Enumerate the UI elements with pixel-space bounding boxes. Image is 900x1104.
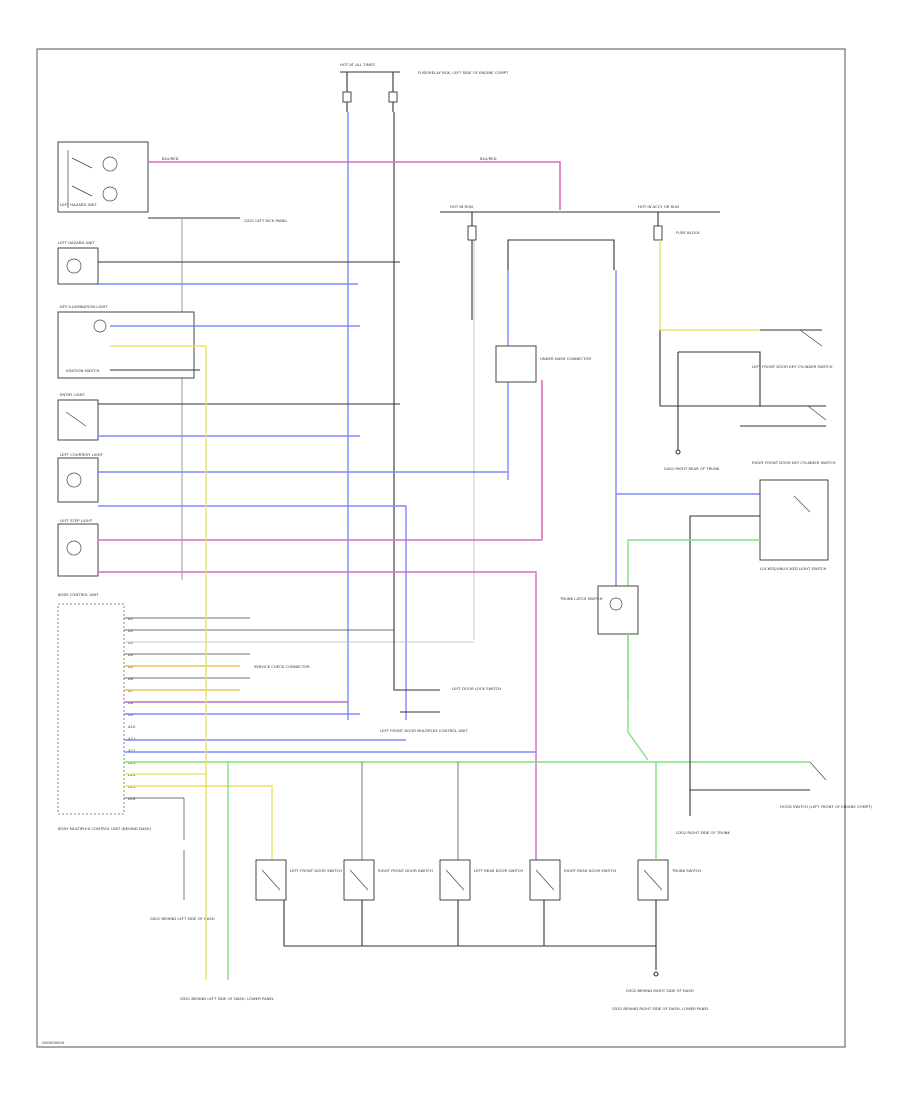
label-trunk-latch-switch: TRUNK LATCH SWITCH xyxy=(559,596,603,601)
svg-text:A6: A6 xyxy=(128,676,134,681)
label-entry-light: ENTRY LIGHT xyxy=(60,392,86,397)
left-step-box xyxy=(57,523,99,577)
wire-green-trunk xyxy=(627,634,649,761)
label-body-unit-footer: BODY MULTIPLEX CONTROL UNIT (BEHIND DASH… xyxy=(58,826,152,831)
label-hood-switch: HOOD SWITCH (LEFT FRONT OF ENGINE COMPT) xyxy=(780,804,873,809)
relay-coil-icon-2 xyxy=(102,186,118,202)
label-rf-door-latch: RIGHT FRONT DOOR SWITCH xyxy=(378,868,433,873)
label-rr-door-latch: RIGHT REAR DOOR SWITCH xyxy=(564,868,616,873)
label-trunk-switch: TRUNK SWITCH xyxy=(671,868,701,873)
label-left-door-lock-switch: LEFT DOOR LOCK SWITCH xyxy=(452,686,501,691)
locked-switch-box xyxy=(759,479,829,561)
key-illumination-box xyxy=(57,311,195,379)
label-gnd-g551: G551 BEHIND LEFT SIDE OF DASH, LOWER PAN… xyxy=(180,996,275,1001)
fuse-feeds xyxy=(340,71,400,112)
fuse-accy xyxy=(653,225,663,241)
left-courtesy-box xyxy=(57,457,99,503)
label-left-front-door-switch: LEFT FRONT DOOR KEY CYLINDER SWITCH xyxy=(752,364,833,369)
wire-pink-step-2 xyxy=(98,571,537,860)
left-hazard-lamp xyxy=(57,247,99,285)
body-control-unit xyxy=(57,603,125,815)
label-left-step: LEFT STEP LIGHT xyxy=(60,518,93,523)
label-under-dash-conn: UNDER DASH CONNECTOR xyxy=(540,356,591,361)
wire-label: BLU/RED xyxy=(480,156,497,161)
ground-g401-icon xyxy=(675,449,681,455)
label-right-front-door-switch: RIGHT FRONT DOOR KEY CYLINDER SWITCH xyxy=(752,460,836,465)
label-body-unit-header: BODY CONTROL UNIT xyxy=(58,592,99,597)
wire-bracket xyxy=(507,239,615,270)
wire-black-right-mid xyxy=(689,515,760,630)
svg-text:A1: A1 xyxy=(128,616,134,621)
label-fuse-block: FUSE BLOCK xyxy=(676,230,700,235)
label-gnd-g401: G401 RIGHT REAR OF TRUNK xyxy=(664,466,720,471)
wire-door-lock xyxy=(393,640,440,691)
label-left-hazard: LEFT HAZARD UNIT xyxy=(58,240,95,245)
diagram-border xyxy=(36,48,846,1048)
wire-green-right xyxy=(627,539,760,700)
label-hot-in-run: HOT IN RUN xyxy=(450,204,473,209)
wire-blue-courtesy-2 xyxy=(98,505,407,720)
bcu-wire-yellow xyxy=(124,785,273,860)
label-lf-impact: LEFT FRONT DOOR MULTIPLEX CONTROL UNIT xyxy=(380,728,468,733)
label-lf-door-latch: LEFT FRONT DOOR SWITCH xyxy=(290,868,342,873)
svg-text:A12: A12 xyxy=(128,748,136,753)
label-service-check-connector: SERVICE CHECK CONNECTOR xyxy=(254,664,310,669)
under-dash-connector xyxy=(495,345,537,383)
svg-text:A16: A16 xyxy=(128,796,136,801)
label-gnd-left-kick: G201 LEFT KICK PANEL xyxy=(244,218,288,223)
label-gnd-g302: G302 RIGHT SIDE OF TRUNK xyxy=(676,830,730,835)
label-fuse-box: FUSE/RELAY BOX, LEFT SIDE OF ENGINE COMP… xyxy=(418,70,509,75)
left-hazard-unit-box xyxy=(57,141,149,213)
label-hot-all-times: HOT AT ALL TIMES xyxy=(340,62,375,67)
label-gnd-g502: G502 BEHIND RIGHT SIDE OF DASH xyxy=(626,988,694,993)
svg-text:A3: A3 xyxy=(128,640,134,645)
door-switches-row: LEFT FRONT DOOR SWITCH RIGHT FRONT DOOR … xyxy=(255,859,701,901)
corner-code: G00000000 xyxy=(42,1040,65,1045)
svg-text:A10: A10 xyxy=(128,724,136,729)
label-key-illumination: KEY ILLUMINATION LIGHT xyxy=(60,304,108,309)
label-gnd-g552: G552 BEHIND RIGHT SIDE OF DASH, LOWER PA… xyxy=(612,1006,710,1011)
label-left-courtesy: LEFT COURTESY LIGHT xyxy=(60,452,104,457)
label-lr-door-lock: LOCKED/UNLOCKED LIGHT SWITCH xyxy=(760,566,827,571)
wire-right-switch-block xyxy=(678,351,826,407)
wire-label: BLU/RED xyxy=(162,156,179,161)
label-ignition-switch: IGNITION SWITCH xyxy=(66,368,100,373)
label-lr-door-latch: LEFT REAR DOOR SWITCH xyxy=(474,868,523,873)
label-gnd-g401b: G401 BEHIND LEFT SIDE OF DASH xyxy=(150,916,215,921)
relay-coil-icon xyxy=(102,156,118,172)
svg-text:A11: A11 xyxy=(128,736,136,741)
label-hot-in-accy: HOT IN ACCY OR RUN xyxy=(638,204,679,209)
fuse-run xyxy=(467,225,477,241)
wire-pink-top xyxy=(148,161,561,210)
svg-text:A2: A2 xyxy=(128,628,134,633)
body-unit-pins: A1 A2 A3 A4 A5 A6 A7 A8 A9 A10 A11 A12 A… xyxy=(128,616,136,801)
ground-g502-icon xyxy=(653,971,659,977)
svg-text:A4: A4 xyxy=(128,652,134,657)
label-left-hazard-unit: LEFT HAZARD UNIT xyxy=(60,202,97,207)
